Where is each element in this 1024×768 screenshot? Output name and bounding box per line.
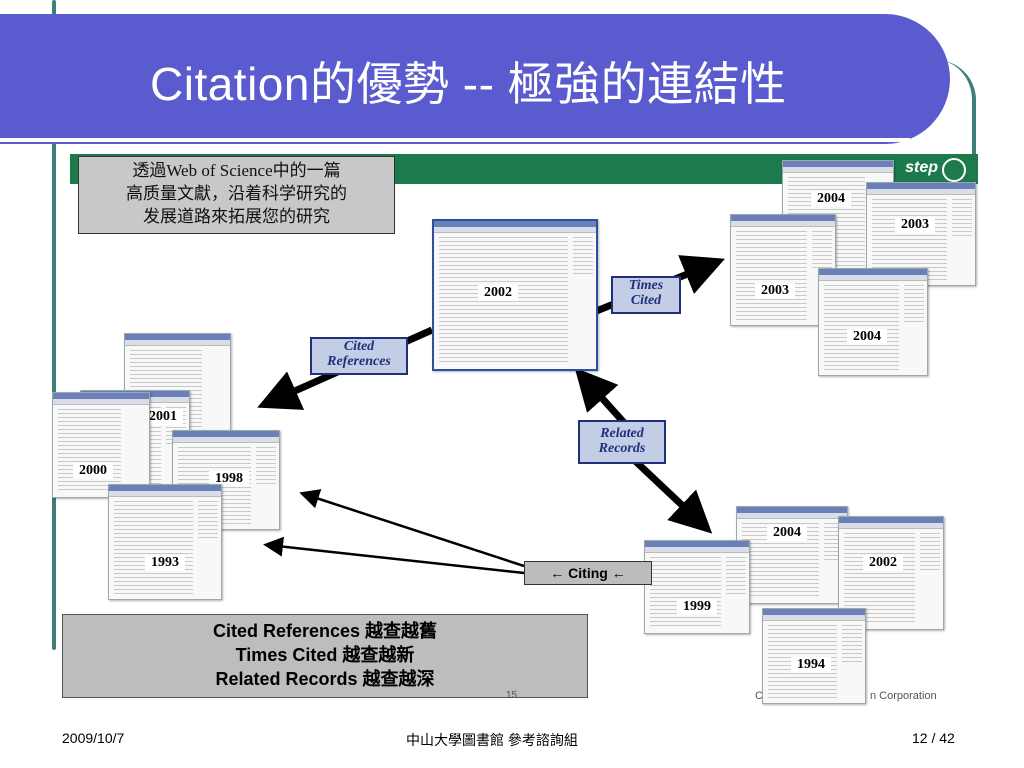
- year-label: 2001: [143, 409, 183, 425]
- title-underline: [0, 138, 910, 142]
- summary-line: Related Records 越查越深: [215, 669, 435, 689]
- center-record-2002[interactable]: 2002: [432, 219, 598, 371]
- year-label: 2000: [73, 463, 113, 479]
- year-label: 1998: [209, 471, 249, 487]
- corp-text-right: n Corporation: [870, 690, 937, 702]
- intro-line: 高质量文獻，沿着科学研究的: [126, 184, 347, 203]
- cited-record-2000[interactable]: 2000: [52, 392, 150, 498]
- year-label: 1993: [145, 555, 185, 571]
- title-bar: [0, 14, 950, 144]
- intro-line: 透過Web of Science中的一篇: [132, 161, 341, 180]
- summary-line: Cited References 越查越舊: [212, 621, 438, 641]
- left-frame-line: [52, 0, 56, 650]
- related-record-2004[interactable]: 2004: [736, 506, 848, 604]
- intro-box: 透過Web of Science中的一篇 高质量文獻，沿着科学研究的 发展道路來…: [78, 156, 395, 234]
- footer-center: 中山大學圖書館 參考諮詢組: [406, 732, 578, 748]
- banner-text: step: [905, 159, 938, 176]
- related-record-1994[interactable]: 1994: [762, 608, 866, 704]
- footer-date: 2009/10/7: [62, 730, 125, 746]
- inner-page-number: 15: [506, 690, 518, 701]
- year-label: 1999: [677, 599, 717, 615]
- year-label: 2004: [847, 329, 887, 345]
- intro-line: 发展道路來拓展您的研究: [143, 207, 330, 226]
- citing-record-2004[interactable]: 2004: [818, 268, 928, 376]
- cited-record-1993[interactable]: 1993: [108, 484, 222, 600]
- year-label: 2004: [811, 191, 851, 207]
- year-label: 2004: [767, 525, 807, 541]
- summary-box: Cited References 越查越舊 Times Cited 越查越新 R…: [62, 614, 588, 698]
- year-label: 2002: [863, 555, 903, 571]
- footer-page: 12 / 42: [912, 730, 955, 746]
- arrow-related-down: [629, 455, 713, 534]
- year-label: 2003: [755, 283, 795, 299]
- year-label: 1994: [791, 657, 831, 673]
- corp-text-left: C: [755, 690, 763, 702]
- arrow-citing-1: [299, 489, 525, 568]
- related-record-1999[interactable]: 1999: [644, 540, 750, 634]
- refresh-icon: [942, 158, 966, 182]
- slide-title: Citation的優勢 -- 極強的連結性: [150, 58, 787, 110]
- year-label: 2003: [895, 217, 935, 233]
- summary-line: Times Cited 越查越新: [235, 645, 415, 665]
- year-label: 2002: [478, 285, 518, 301]
- citing-label: ← Citing ←: [524, 561, 652, 585]
- arrow-citing-2: [263, 536, 525, 575]
